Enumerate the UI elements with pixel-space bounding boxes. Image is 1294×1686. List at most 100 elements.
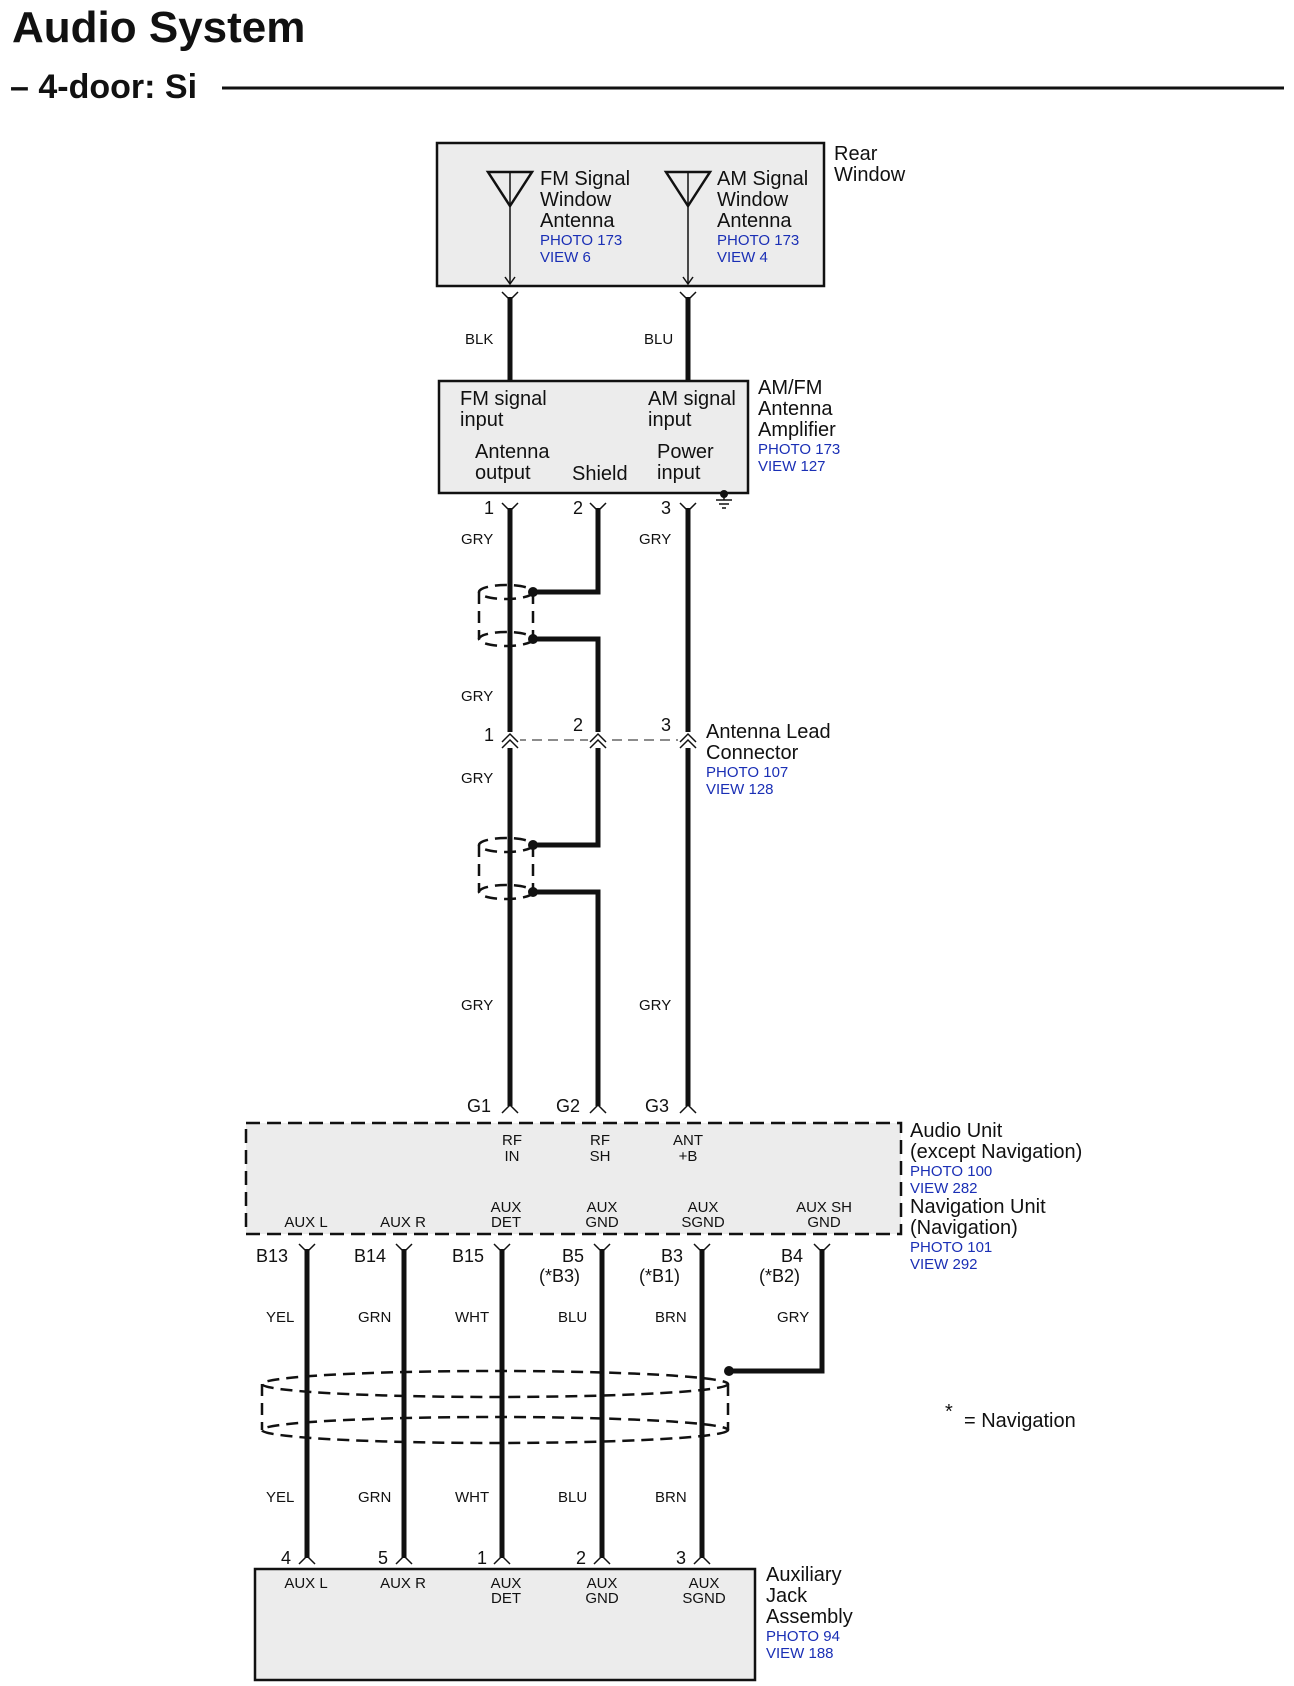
fm-antenna-icon — [485, 170, 535, 286]
wire-label-gry-3: GRY — [461, 688, 493, 705]
lead-pin-1: 1 — [484, 725, 494, 745]
term-aux-sgnd-2: SGND — [681, 1214, 725, 1231]
term-rf-in-2: IN — [505, 1148, 520, 1165]
term-aux-det-1: AUX — [491, 1199, 522, 1216]
fm-antenna-photo-link[interactable]: PHOTO 173 — [540, 232, 622, 249]
audio-pin-g2: G2 — [556, 1096, 580, 1116]
audio-pin-g1: G1 — [467, 1096, 491, 1116]
wire-gry-upper: GRY — [777, 1309, 809, 1326]
term-rf-sh-1: RF — [590, 1132, 610, 1149]
jack-pin-2: 2 — [576, 1548, 586, 1568]
amplifier-view-link[interactable]: VIEW 127 — [758, 458, 826, 475]
page-title: Audio System — [12, 3, 305, 52]
term-aux-l: AUX L — [284, 1214, 327, 1231]
fm-antenna-label-3: Antenna — [540, 210, 615, 232]
fm-signal-input-label-1: FM signal — [460, 388, 547, 410]
am-antenna-icon — [663, 170, 713, 286]
wire-brn-upper: BRN — [655, 1309, 687, 1326]
jack-term-aux-r: AUX R — [380, 1575, 426, 1592]
audio-pin-g3: G3 — [645, 1096, 669, 1116]
fm-signal-input-label-2: input — [460, 409, 504, 431]
am-signal-input-label-1: AM signal — [648, 388, 736, 410]
amplifier-photo-link[interactable]: PHOTO 173 — [758, 441, 840, 458]
fm-antenna-view-link[interactable]: VIEW 6 — [540, 249, 591, 266]
term-aux-gnd-2: GND — [585, 1214, 619, 1231]
wire-label-gry-6: GRY — [639, 997, 671, 1014]
shield-cylinder-2 — [477, 836, 538, 901]
pin-b5-alt: (*B3) — [539, 1266, 580, 1286]
term-aux-sh-gnd-1: AUX SH — [796, 1199, 852, 1216]
term-aux-sh-gnd-2: GND — [807, 1214, 841, 1231]
term-aux-sgnd-1: AUX — [688, 1199, 719, 1216]
audio-unit-photo-link[interactable]: PHOTO 100 — [910, 1163, 992, 1180]
note-star: * — [945, 1401, 953, 1423]
amplifier-name-1: AM/FM — [758, 377, 822, 399]
am-antenna-photo-link[interactable]: PHOTO 173 — [717, 232, 799, 249]
audio-unit-box — [244, 1121, 903, 1236]
jack-term-aux-sgnd-2: SGND — [682, 1590, 726, 1607]
pin-b5: B5 — [562, 1246, 584, 1266]
jack-term-aux-sgnd-1: AUX — [689, 1575, 720, 1592]
audio-unit-name-2: (except Navigation) — [910, 1141, 1082, 1163]
jack-pin-1: 1 — [477, 1548, 487, 1568]
amplifier-name-3: Amplifier — [758, 419, 836, 441]
term-ant-b-1: ANT — [673, 1132, 703, 1149]
wire-blu-upper: BLU — [558, 1309, 587, 1326]
audio-unit-view-link[interactable]: VIEW 282 — [910, 1180, 978, 1197]
amp-pin-2: 2 — [573, 498, 583, 518]
amp-pin-1: 1 — [484, 498, 494, 518]
aux-jack-name-2: Jack — [766, 1585, 808, 1607]
lead-connector-photo-link[interactable]: PHOTO 107 — [706, 764, 788, 781]
antenna-wires — [507, 508, 691, 1106]
pin-b4: B4 — [781, 1246, 803, 1266]
wire-label-gry-4: GRY — [461, 770, 493, 787]
antenna-lead-connector-symbols — [500, 732, 698, 749]
term-rf-in-1: RF — [502, 1132, 522, 1149]
wire-yel-lower: YEL — [266, 1489, 294, 1506]
jack-pin-4: 4 — [281, 1548, 291, 1568]
antenna-output-label-2: output — [475, 462, 531, 484]
wire-grn-lower: GRN — [358, 1489, 391, 1506]
lead-connector-name-2: Connector — [706, 742, 799, 764]
lead-pin-2: 2 — [573, 715, 583, 735]
fm-antenna-label-2: Window — [540, 189, 612, 211]
aux-shield-cylinder — [260, 1366, 734, 1445]
nav-unit-view-link[interactable]: VIEW 292 — [910, 1256, 978, 1273]
wire-wht-upper: WHT — [455, 1309, 489, 1326]
jack-term-aux-det-2: DET — [491, 1590, 521, 1607]
jack-term-aux-gnd-1: AUX — [587, 1575, 618, 1592]
jack-term-aux-l: AUX L — [284, 1575, 327, 1592]
lead-connector-view-link[interactable]: VIEW 128 — [706, 781, 774, 798]
top-wires — [501, 291, 697, 381]
pin-b14: B14 — [354, 1246, 386, 1266]
wire-label-gry-5: GRY — [461, 997, 493, 1014]
audio-unit-top-connectors — [501, 1103, 697, 1114]
wire-blu-lower: BLU — [558, 1489, 587, 1506]
term-rf-sh-2: SH — [590, 1148, 611, 1165]
power-input-label-1: Power — [657, 441, 714, 463]
antenna-amplifier-box — [437, 379, 750, 495]
rear-window-label-1: Rear — [834, 143, 878, 165]
jack-pin-5: 5 — [378, 1548, 388, 1568]
nav-unit-photo-link[interactable]: PHOTO 101 — [910, 1239, 992, 1256]
wire-wht-lower: WHT — [455, 1489, 489, 1506]
am-antenna-view-link[interactable]: VIEW 4 — [717, 249, 768, 266]
pin-b13: B13 — [256, 1246, 288, 1266]
pin-b15: B15 — [452, 1246, 484, 1266]
wire-label-gry-1: GRY — [461, 531, 493, 548]
antenna-output-label-1: Antenna — [475, 441, 550, 463]
aux-jack-view-link[interactable]: VIEW 188 — [766, 1645, 834, 1662]
aux-jack-name-3: Assembly — [766, 1606, 853, 1628]
audio-unit-name-1: Audio Unit — [910, 1120, 1003, 1142]
ground-icon — [716, 490, 732, 509]
wire-label-gry-2: GRY — [639, 531, 671, 548]
lead-connector-name-1: Antenna Lead — [706, 721, 831, 743]
term-aux-gnd-1: AUX — [587, 1199, 618, 1216]
am-antenna-label-1: AM Signal — [717, 168, 808, 190]
fm-antenna-label-1: FM Signal — [540, 168, 630, 190]
aux-jack-photo-link[interactable]: PHOTO 94 — [766, 1628, 840, 1645]
wire-label-blu: BLU — [644, 331, 673, 348]
nav-unit-name-2: (Navigation) — [910, 1217, 1018, 1239]
shield-cylinder-1 — [477, 583, 538, 648]
